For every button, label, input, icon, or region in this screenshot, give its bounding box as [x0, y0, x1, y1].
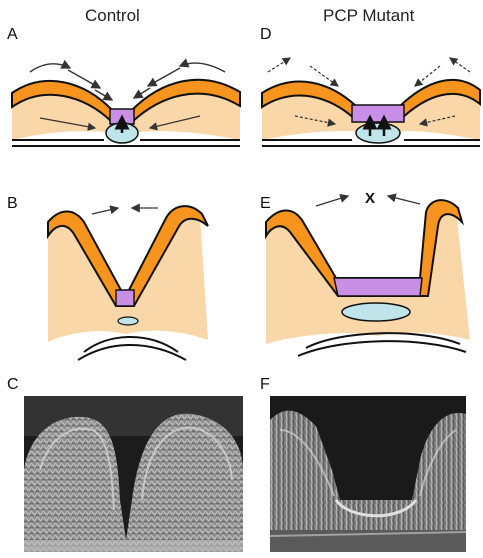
- notochord-b: [118, 317, 138, 325]
- notochord-d: [356, 123, 400, 143]
- floor-plate-d: [352, 105, 404, 122]
- panel-e-diagram: [266, 196, 470, 356]
- panel-d-diagram: [262, 58, 480, 146]
- notochord-e: [342, 303, 410, 321]
- floor-plate-e: [334, 278, 422, 296]
- panel-b-diagram: [48, 206, 208, 360]
- blocked-convergence-marker: X: [365, 190, 375, 207]
- panel-f-sem-image: [270, 396, 466, 552]
- panel-a-diagram: [12, 63, 240, 146]
- floor-plate-b: [116, 290, 134, 306]
- panel-c-sem-image: [24, 396, 243, 552]
